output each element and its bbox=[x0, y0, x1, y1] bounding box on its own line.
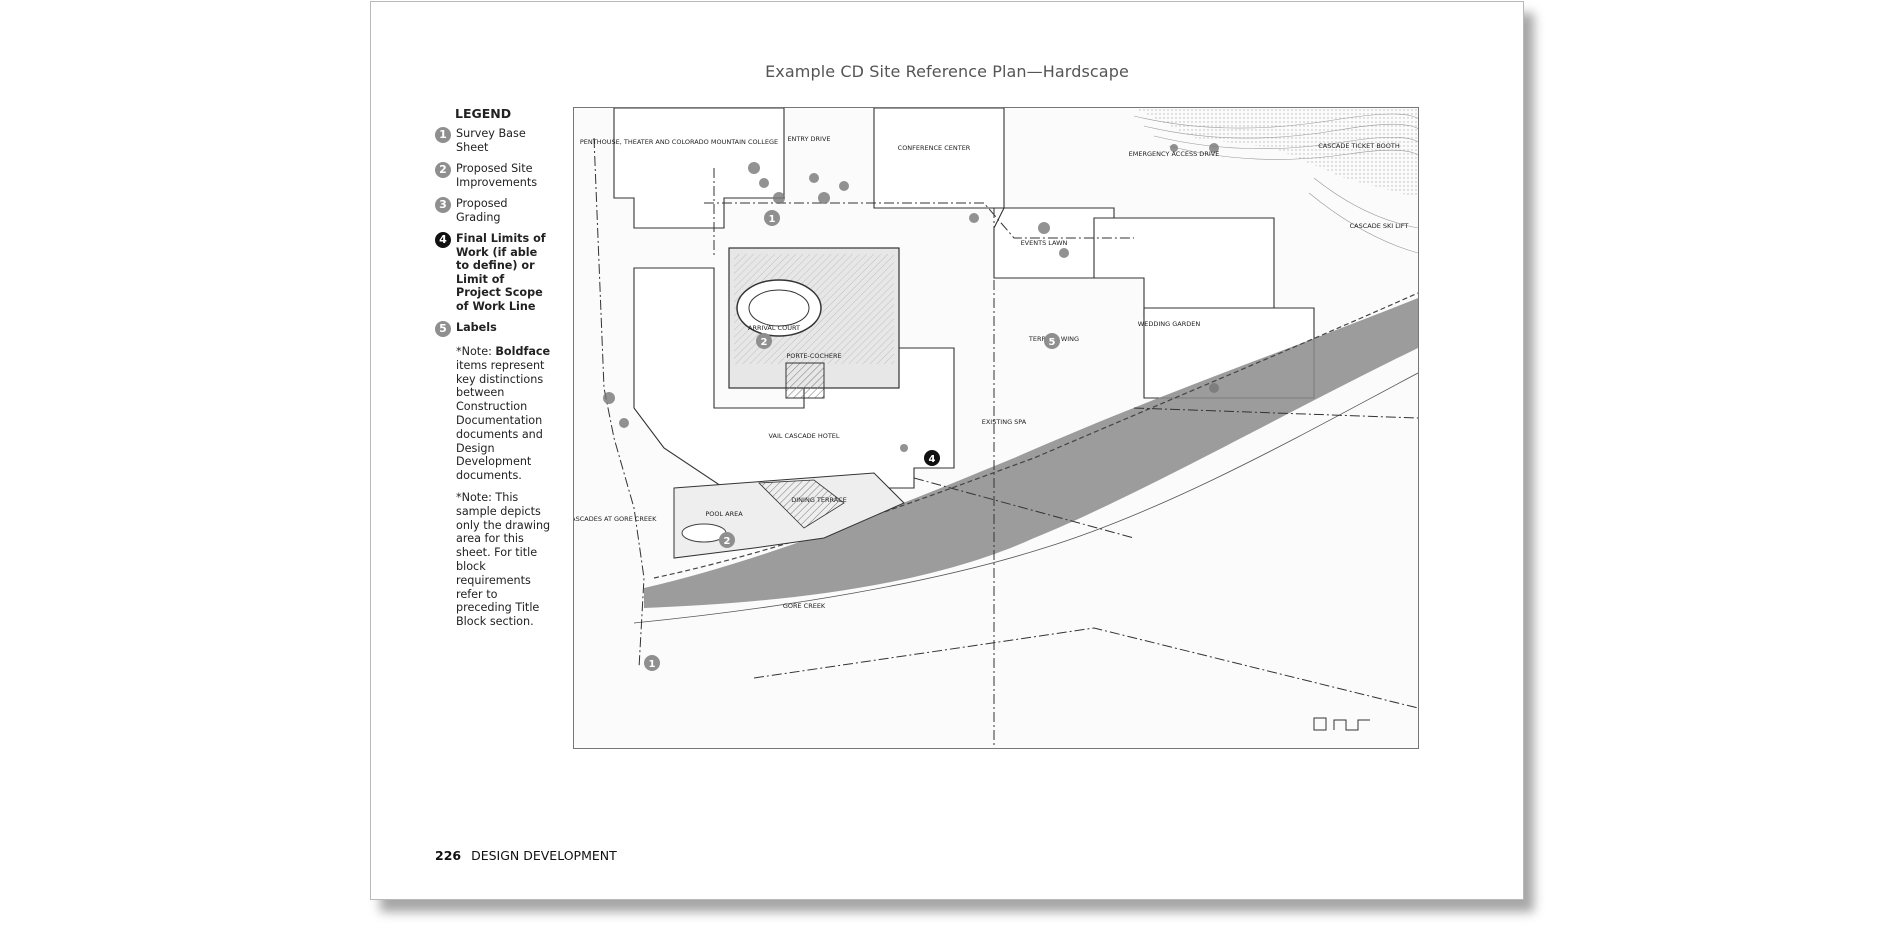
legend-number-badge: 3 bbox=[435, 197, 451, 213]
contour-area bbox=[1134, 108, 1418, 198]
note-bold-word: Boldface bbox=[495, 345, 551, 358]
svg-text:1: 1 bbox=[649, 659, 656, 670]
legend-item: 4 Final Limits of Work (if able to defin… bbox=[435, 232, 551, 313]
legend-label: Proposed Grading bbox=[456, 197, 508, 224]
label-gore-creek: GORE CREEK bbox=[783, 602, 826, 610]
note-text: items represent key distinctions between… bbox=[456, 358, 545, 483]
legend-label: Labels bbox=[456, 321, 497, 334]
label-pool-area: POOL AREA bbox=[705, 510, 743, 518]
legend-label: Final Limits of Work (if able to define)… bbox=[456, 232, 546, 313]
label-existing-spa: EXISTING SPA bbox=[982, 418, 1027, 426]
label-arrival-court: ARRIVAL COURT bbox=[748, 324, 800, 332]
contour-lines bbox=[1133, 113, 1418, 254]
label-penthouse: PENTHOUSE, THEATER AND COLORADO MOUNTAIN… bbox=[580, 138, 778, 146]
plan-marker: 1 bbox=[644, 655, 660, 671]
legend-number-badge: 2 bbox=[435, 162, 451, 178]
plan-marker: 2 bbox=[756, 333, 772, 349]
svg-text:2: 2 bbox=[724, 536, 731, 547]
plan-marker: 1 bbox=[764, 210, 780, 226]
legend-number-badge: 4 bbox=[435, 232, 451, 248]
plan-marker: 5 bbox=[1044, 333, 1060, 349]
legend-item: 1 Survey Base Sheet bbox=[435, 127, 551, 154]
label-dining-terrace: DINING TERRACE bbox=[791, 496, 847, 504]
legend-label: Survey Base Sheet bbox=[456, 127, 526, 154]
label-conference: CONFERENCE CENTER bbox=[898, 144, 971, 152]
legend-label: Proposed Site Improvements bbox=[456, 162, 538, 189]
legend-number-badge: 1 bbox=[435, 127, 451, 143]
label-entry-drive: ENTRY DRIVE bbox=[787, 135, 830, 143]
arrival-court bbox=[728, 247, 900, 399]
page-number: 226 bbox=[435, 848, 462, 863]
label-emergency: EMERGENCY ACCESS DRIVE bbox=[1129, 150, 1220, 158]
scale-bar bbox=[1313, 717, 1370, 731]
legend-note-boldface: *Note: Boldface items represent key dist… bbox=[456, 345, 551, 483]
label-ticket: CASCADE TICKET BOOTH bbox=[1318, 142, 1400, 150]
legend-note-sample: *Note: This sample depicts only the draw… bbox=[456, 490, 551, 629]
legend: LEGEND 1 Survey Base Sheet 2 Proposed Si… bbox=[435, 106, 551, 637]
site-plan-svg: PENTHOUSE, THEATER AND COLORADO MOUNTAIN… bbox=[574, 108, 1418, 748]
label-wedding-garden: WEDDING GARDEN bbox=[1138, 320, 1201, 328]
legend-number-badge: 5 bbox=[435, 321, 451, 337]
buildings bbox=[613, 108, 1315, 489]
label-ski-lift: CASCADE SKI LIFT bbox=[1350, 222, 1409, 230]
page-title: Example CD Site Reference Plan—Hardscape bbox=[765, 62, 1129, 81]
svg-text:2: 2 bbox=[761, 337, 768, 348]
legend-heading: LEGEND bbox=[455, 106, 512, 121]
legend-item: 5 Labels bbox=[435, 321, 551, 337]
label-events-lawn: EVENTS LAWN bbox=[1021, 239, 1068, 247]
svg-text:1: 1 bbox=[769, 214, 776, 225]
svg-text:5: 5 bbox=[1049, 337, 1056, 348]
property-lines bbox=[593, 137, 1418, 748]
legend-item: 3 Proposed Grading bbox=[435, 197, 551, 224]
plan-marker: 2 bbox=[719, 532, 735, 548]
section-name: DESIGN DEVELOPMENT bbox=[471, 848, 617, 863]
label-porte-cochere: PORTE-COCHERE bbox=[786, 352, 841, 360]
book-page: Example CD Site Reference Plan—Hardscape… bbox=[370, 1, 1524, 900]
site-plan-drawing: PENTHOUSE, THEATER AND COLORADO MOUNTAIN… bbox=[573, 107, 1419, 749]
note-prefix: *Note: bbox=[456, 345, 496, 358]
legend-item: 2 Proposed Site Improvements bbox=[435, 162, 551, 189]
page-footer: 226 DESIGN DEVELOPMENT bbox=[435, 848, 617, 863]
trees bbox=[603, 143, 1219, 452]
plan-marker: 4 bbox=[924, 450, 940, 466]
label-hotel: VAIL CASCADE HOTEL bbox=[768, 432, 839, 440]
svg-text:4: 4 bbox=[929, 454, 936, 465]
